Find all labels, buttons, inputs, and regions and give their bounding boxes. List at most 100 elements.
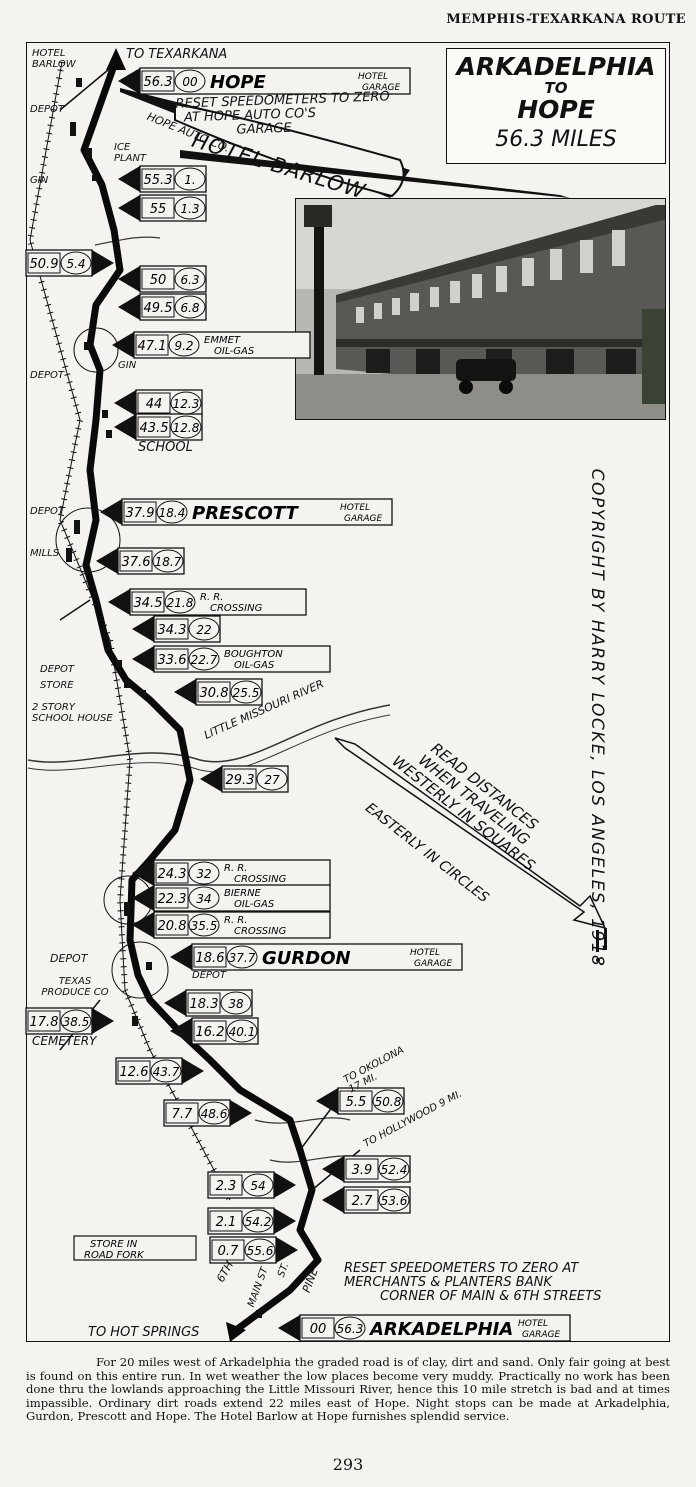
westerly-distance: 7.7 [172, 1107, 193, 1122]
easterly-distance: 35.5 [191, 919, 218, 933]
easterly-circle [220, 991, 252, 1015]
milepost-box [207, 1171, 275, 1199]
milepost-box [129, 588, 307, 616]
route-title-box: ARKADELPHIA TO HOPE 56.3 MILES [446, 48, 666, 164]
easterly-circle [150, 1059, 182, 1083]
milepost-pointer [132, 646, 154, 672]
easterly-distance: 54.2 [245, 1215, 272, 1229]
westerly-distance: 37.6 [122, 555, 151, 570]
label-school: SCHOOL [138, 440, 193, 455]
westerly-square [165, 1102, 199, 1124]
easterly-circle [188, 913, 220, 937]
milepost-pointer [164, 990, 186, 1016]
easterly-distance: 50.8 [375, 1095, 402, 1109]
easterly-distance: 54 [250, 1179, 265, 1193]
easterly-distance: 12.3 [173, 397, 200, 411]
milepost-box [121, 498, 393, 526]
copyright-notice: COPYRIGHT BY HARRY LOCKE, LOS ANGELES, 1… [587, 468, 607, 968]
easterly-distance: 37.7 [229, 951, 256, 965]
westerly-distance: 20.8 [158, 919, 187, 934]
milepost-pointer [118, 266, 140, 292]
westerly-distance: 43.5 [140, 421, 169, 436]
westerly-distance: 47.1 [138, 339, 167, 354]
westerly-distance: 29.3 [226, 773, 255, 788]
milepost-pointer [276, 1237, 298, 1263]
westerly-distance: 2.3 [216, 1179, 237, 1194]
westerly-square [141, 268, 175, 290]
milepost-note-line2: OIL-GAS [234, 660, 275, 671]
milepost-note-line1: HOTEL [410, 948, 440, 958]
prescott-circle [55, 507, 121, 573]
westerly-distance: 12.6 [120, 1065, 149, 1080]
label-texas-produce: TEXAS PRODUCE CO [30, 976, 120, 998]
little-missouri-river-bank [27, 714, 391, 773]
label-hotel-barlow: HOTEL BARLOW [32, 48, 76, 70]
westerly-square [193, 946, 227, 968]
westerly-distance: 00 [310, 1322, 327, 1337]
westerly-square [223, 768, 257, 790]
westerly-distance: 33.6 [158, 653, 187, 668]
milepost-pointer [132, 616, 154, 642]
westerly-square [193, 1020, 227, 1042]
easterly-circle [378, 1188, 410, 1212]
milepost-box [135, 389, 203, 417]
milepost-note-line2: OIL-GAS [214, 346, 255, 357]
westerly-distance: 5.5 [346, 1095, 367, 1110]
north-arrow-head [106, 48, 126, 70]
building-markers [66, 78, 262, 1318]
milepost-box [139, 165, 207, 193]
easterly-distance: 52.4 [381, 1163, 408, 1177]
milepost-pointer [230, 1100, 252, 1126]
label-produce-co: PRODUCE CO [41, 987, 109, 998]
label-to-texarkana: TO TEXARKANA [126, 47, 228, 62]
westerly-square [345, 1189, 379, 1211]
milepost-box [153, 911, 331, 939]
milepost-pointer [118, 294, 140, 320]
easterly-distance: 00 [182, 75, 198, 89]
easterly-circle [168, 333, 200, 357]
milepost-box [191, 943, 463, 971]
milepost-pointer [200, 766, 222, 792]
easterly-distance: 34 [196, 892, 211, 906]
label-gin-1: GIN [30, 175, 49, 186]
westerly-distance: 55.3 [144, 173, 173, 188]
westerly-square [345, 1158, 379, 1180]
easterly-distance: 48.6 [201, 1107, 228, 1121]
footnote-text: For 20 miles west of Arkadelphia the gra… [26, 1355, 670, 1424]
westerly-square [141, 296, 175, 318]
milepost-pointer [114, 390, 136, 416]
milepost-pointer [278, 1315, 300, 1341]
note-reset-arkadelphia: RESET SPEEDOMETERS TO ZERO AT MERCHANTS … [344, 1262, 601, 1304]
store-road-fork-line1: STORE IN [90, 1239, 138, 1250]
easterly-circle [174, 295, 206, 319]
milepost-pointer [322, 1156, 344, 1182]
milepost-pointer [170, 1018, 192, 1044]
milepost-note-line2: OIL-GAS [234, 899, 275, 910]
westerly-square [135, 334, 169, 356]
easterly-distance: 22.7 [191, 653, 218, 667]
easterly-circle [60, 1009, 92, 1033]
easterly-circle [242, 1173, 274, 1197]
easterly-distance: 53.6 [381, 1194, 408, 1208]
milepost-box [195, 678, 263, 706]
easterly-circle [244, 1238, 276, 1262]
milepost-box [185, 989, 253, 1017]
milepost-pointer [322, 1187, 344, 1213]
easterly-distance: 6.8 [180, 301, 199, 315]
label-texas: TEXAS [58, 976, 92, 987]
westerly-distance: 50.9 [30, 257, 59, 272]
milepost-box [191, 1017, 259, 1045]
label-depot-5: DEPOT [50, 952, 88, 965]
milepost-note-line2: CROSSING [234, 926, 287, 937]
label-depot-6: DEPOT [192, 970, 227, 981]
label-cemetery: CEMETERY [32, 1034, 97, 1048]
